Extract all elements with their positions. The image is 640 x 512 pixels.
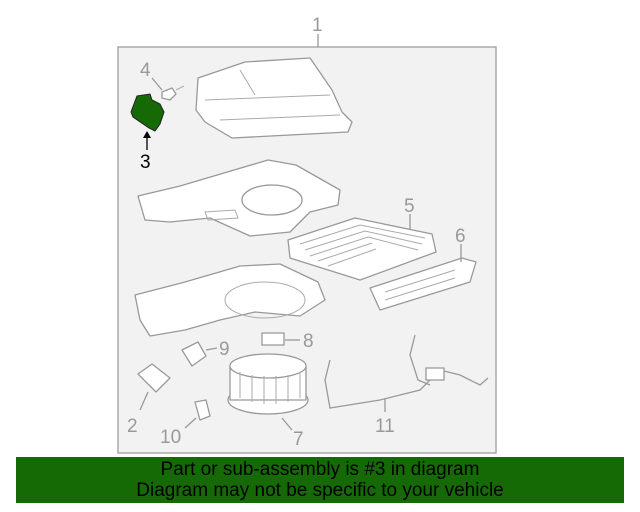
part-4-sensor[interactable] (161, 85, 185, 101)
part-5-filter[interactable] (287, 217, 437, 281)
part-10-sensor[interactable] (194, 399, 211, 421)
callout-10[interactable]: 10 (160, 427, 181, 448)
part-8-resistor[interactable] (261, 332, 285, 346)
part-9-bracket[interactable] (181, 341, 207, 367)
part-7-blower-motor[interactable] (227, 353, 309, 415)
middle-case-part[interactable] (137, 159, 341, 237)
callout-8[interactable]: 8 (303, 331, 314, 352)
banner-line-part: Part or sub-assembly is #3 in diagram (160, 459, 480, 480)
banner-line-disclaimer: Diagram may not be specific to your vehi… (136, 480, 504, 501)
part-2-module[interactable] (137, 363, 171, 393)
callout-3[interactable]: 3 (140, 152, 151, 173)
callout-5[interactable]: 5 (404, 196, 415, 217)
part-11-wire-harness[interactable] (324, 334, 489, 409)
lower-case-part[interactable] (134, 263, 326, 337)
part-3-highlighted[interactable] (130, 93, 165, 132)
part-6-cover[interactable] (369, 257, 477, 311)
upper-case-part[interactable] (195, 57, 353, 139)
callout-2[interactable]: 2 (127, 416, 138, 437)
callout-7[interactable]: 7 (293, 429, 304, 450)
callout-1[interactable]: 1 (312, 15, 323, 36)
callout-9[interactable]: 9 (219, 339, 230, 360)
callout-4[interactable]: 4 (140, 60, 151, 81)
callout-11[interactable]: 11 (375, 416, 395, 437)
info-banner: Part or sub-assembly is #3 in diagram Di… (16, 457, 624, 503)
callout-6[interactable]: 6 (455, 226, 466, 247)
